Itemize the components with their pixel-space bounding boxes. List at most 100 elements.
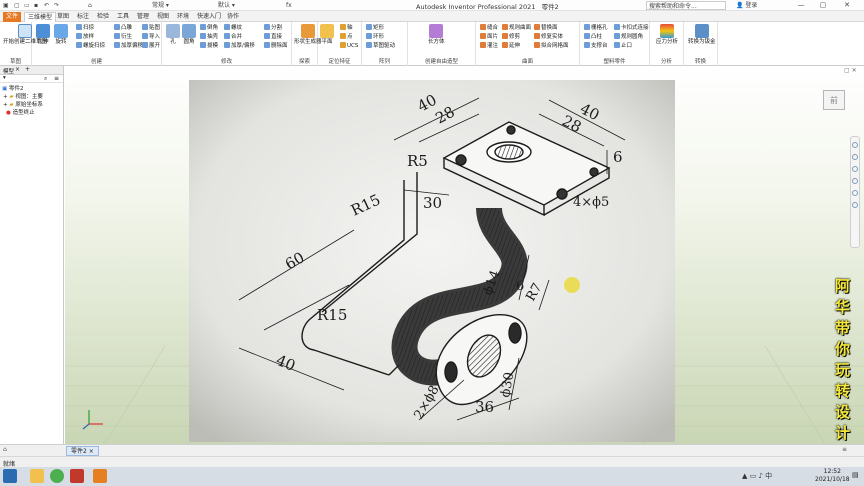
app-logo-icon[interactable]: ▣ [3,2,9,9]
undo-icon[interactable]: ↶ [44,2,50,9]
viewport-restore-icon[interactable]: ▢ ✕ [844,67,857,74]
notification-icon[interactable]: ▤ [852,471,859,479]
stress-analysis-button[interactable]: 应力分析 [656,24,678,45]
close-button[interactable]: ✕ [844,1,850,9]
filter-icon[interactable]: ▾ [3,75,6,81]
save-icon[interactable]: ▪ [34,2,39,9]
boss-button[interactable]: 凸柱 [584,33,602,41]
coil-button[interactable]: 螺旋扫掠 [76,42,105,50]
maximize-button[interactable]: ▢ [819,1,827,9]
viewcube[interactable]: 前 [823,90,845,110]
nav-menu-icon[interactable] [852,202,858,208]
sketch-driven-pattern-button[interactable]: 草图驱动 [366,42,395,50]
shell-button[interactable]: 抽壳 [200,33,218,41]
tray-icons[interactable]: ▲ ▭ ♪ 中 [742,472,773,480]
axis-button[interactable]: 轴 [340,24,353,32]
zoom-icon[interactable] [852,166,858,172]
tab-view[interactable]: 视图 [157,13,170,20]
chrome-icon[interactable] [50,469,64,483]
rib-button[interactable]: 加厚偏移 [114,42,143,50]
tab-annotate[interactable]: 标注 [77,13,90,20]
rule-fillet-button[interactable]: 规则圆角 [614,33,643,41]
stitch-button[interactable]: 缝合 [480,24,498,32]
patch-button[interactable]: 面片 [480,33,498,41]
plane-button[interactable]: 平面 [320,24,334,45]
orbit-icon[interactable] [852,178,858,184]
menu-icon[interactable]: ≡ [54,75,60,82]
document-tab-part2[interactable]: 零件2 × [66,446,99,456]
graphics-window[interactable]: 40 28 40 28 R5 6 4×ϕ5 30 R15 60 R15 40 ϕ… [65,66,864,444]
hole-button[interactable]: 孔 [166,24,180,45]
tab-environments[interactable]: 环境 [177,13,190,20]
tree-item-origin[interactable]: + ▰ 原始坐标系 [3,102,43,108]
extend-button[interactable]: 延伸 [502,42,520,50]
fit-mesh-face-button[interactable]: 拟合网格面 [534,42,569,50]
ruled-surface-button[interactable]: 规则曲面 [502,24,531,32]
tree-item-part[interactable]: ▣ 零件2 [2,86,24,92]
extrude-button[interactable]: 拉伸 [36,24,50,45]
tab-file[interactable]: 文件 [3,12,22,22]
thread-button[interactable]: 螺纹 [224,24,242,32]
steering-wheel-icon[interactable] [852,142,858,148]
sweep-button[interactable]: 扫掠 [76,24,94,32]
appearance-dropdown[interactable]: 默认 ▾ [218,2,235,9]
home-tab-icon[interactable]: ⌂ [3,446,7,453]
shape-generator-button[interactable]: 形状生成器 [294,24,322,45]
autocad-icon[interactable] [70,469,84,483]
tab-manage[interactable]: 管理 [137,13,150,20]
unwrap-button[interactable]: 展开 [142,42,160,50]
fx-icon[interactable]: fx [286,2,292,9]
draft-button[interactable]: 拔模 [200,42,218,50]
new-icon[interactable]: ▢ [14,2,20,9]
repair-bodies-button[interactable]: 修复实体 [534,33,563,41]
tree-item-end-of-part[interactable]: ● 造型终止 [6,110,35,116]
tab-3d-model[interactable]: 三维模型 [24,12,57,22]
thicken-button[interactable]: 加厚/偏移 [224,42,255,50]
rectangular-pattern-button[interactable]: 矩形 [366,24,384,32]
rest-button[interactable]: 支撑台 [584,42,608,50]
search-icon[interactable]: ⌕ [44,75,48,82]
combine-button[interactable]: 合并 [224,33,242,41]
snap-fit-button[interactable]: 卡扣式连接 [614,24,649,32]
lip-button[interactable]: 止口 [614,42,632,50]
start-2d-sketch-button[interactable]: 开始创建二维草图 [3,24,47,45]
start-button[interactable] [3,469,17,483]
redo-icon[interactable]: ↷ [54,2,60,9]
tab-inspect[interactable]: 检验 [97,13,110,20]
tab-sketch[interactable]: 草图 [57,13,70,20]
tab-close-icon[interactable]: × [88,448,94,455]
circular-pattern-button[interactable]: 环形 [366,33,384,41]
browser-close-icon[interactable]: × [15,66,21,73]
delete-face-button[interactable]: 删除面 [264,42,288,50]
material-dropdown[interactable]: 常规 ▾ [152,2,169,9]
revolve-button[interactable]: 旋转 [54,24,68,45]
search-input[interactable]: 搜索帮助和命令... [646,1,726,10]
user-icon[interactable]: 👤 登录 [736,2,758,9]
split-button[interactable]: 分割 [264,24,282,32]
direct-button[interactable]: 直接 [264,33,282,41]
emboss-button[interactable]: 凸雕 [114,24,132,32]
minimize-button[interactable]: — [797,1,805,9]
convert-to-sheet-metal-button[interactable]: 转换为钣金 [688,24,716,45]
sculpt-button[interactable]: 灌注 [480,42,498,50]
grill-button[interactable]: 栅格孔 [584,24,608,32]
explorer-icon[interactable] [30,469,44,483]
derive-button[interactable]: 衍生 [114,33,132,41]
loft-button[interactable]: 放样 [76,33,94,41]
open-icon[interactable]: ▭ [24,2,30,9]
tab-menu-icon[interactable]: ≡ [842,446,848,453]
home-icon[interactable]: ⌂ [88,2,92,9]
tab-collaborate[interactable]: 协作 [227,13,240,20]
import-button[interactable]: 导入 [142,33,160,41]
inventor-icon[interactable] [93,469,107,483]
point-button[interactable]: 点 [340,33,353,41]
ucs-button[interactable]: UCS [340,42,358,50]
tree-item-view[interactable]: + ▰ 视图：主要 [3,94,43,100]
chamfer-button[interactable]: 倒角 [200,24,218,32]
browser-add-icon[interactable]: + [25,66,31,73]
trim-button[interactable]: 修剪 [502,33,520,41]
browser-tab-model[interactable]: 模型 [3,69,15,75]
replace-face-button[interactable]: 替换面 [534,24,558,32]
look-at-icon[interactable] [852,190,858,196]
